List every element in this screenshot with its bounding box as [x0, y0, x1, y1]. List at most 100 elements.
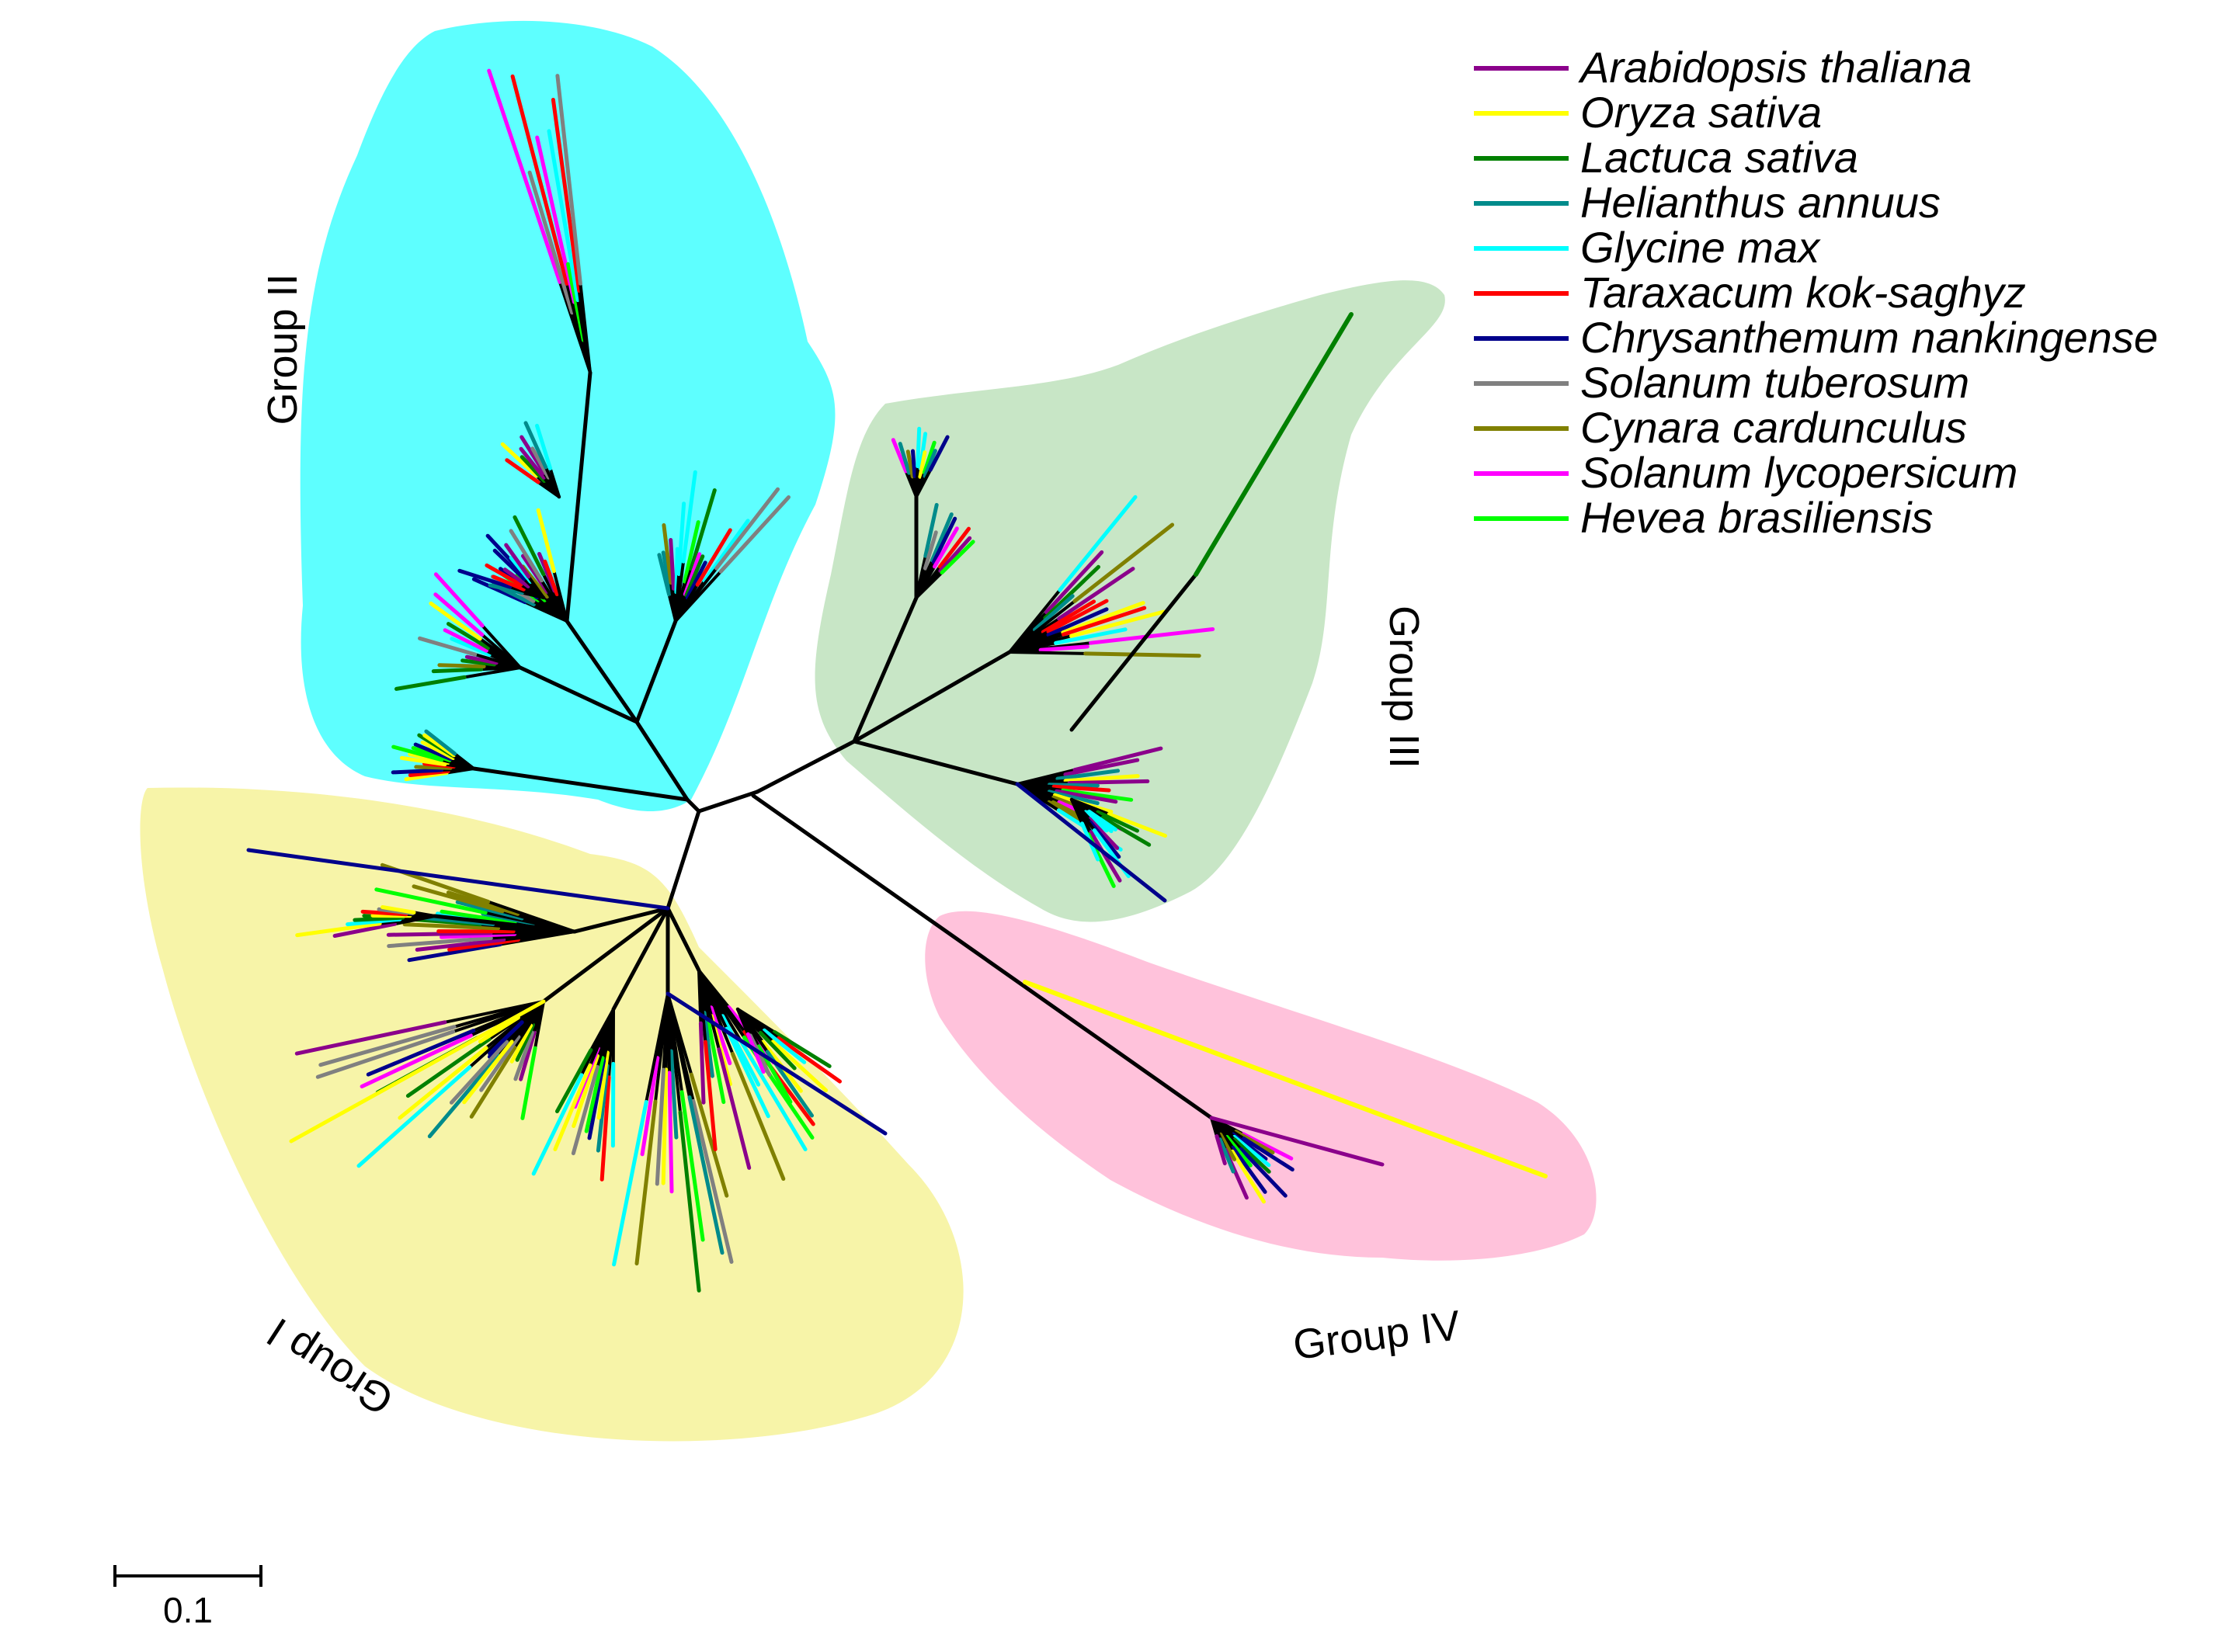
leaf-branch [543, 559, 559, 596]
leaf-branch [777, 1036, 842, 1084]
leaf-branch [519, 1030, 537, 1081]
leaf-branch [1046, 607, 1109, 637]
leaf-branch [1083, 651, 1201, 658]
leaf-branch [661, 550, 673, 596]
legend-label: Lactuca sativa [1580, 133, 1858, 182]
leaf-branch [1089, 830, 1122, 883]
tree-branch [611, 906, 670, 1012]
group-iv-label: Group IV [1291, 1302, 1463, 1369]
leaf-branch [1055, 789, 1118, 804]
leaf-branch [402, 922, 500, 931]
leaf-branch [462, 1039, 514, 1105]
leaf-branch [450, 637, 492, 657]
leaf-branch [612, 1100, 648, 1267]
leaf-branch [721, 1014, 761, 1087]
leaf-branch [676, 502, 686, 576]
leaf-branch [758, 1030, 797, 1071]
leaf-branch [702, 1011, 714, 1078]
leaf-branch [411, 746, 452, 762]
leaf-branch [1215, 1134, 1227, 1166]
leaf-branch [510, 74, 569, 286]
leaf-branch [1057, 567, 1135, 621]
leaf-branch [1015, 782, 1167, 903]
group-iii-label: Group III [1381, 606, 1427, 769]
leaf-branch [437, 663, 486, 668]
tree-branch [412, 911, 436, 918]
leaf-branch [429, 601, 482, 641]
leaf-branch [923, 502, 939, 558]
leaf-branch [772, 1029, 832, 1068]
leaf-branch [931, 516, 957, 564]
tree-branch [852, 595, 919, 744]
leaf-branch [457, 568, 513, 589]
leaf-branch [523, 421, 548, 470]
leaf-branch [1046, 599, 1109, 634]
leaf-branch [1061, 788, 1134, 802]
leaf-branch [717, 1047, 752, 1170]
leaf-branch [318, 1025, 457, 1067]
leaf-branch [433, 592, 485, 637]
leaf-branch [634, 1099, 658, 1266]
legend-label: Helianthus annuus [1580, 178, 1941, 227]
leaf-branch [1088, 820, 1121, 859]
leaf-branch [928, 435, 950, 472]
leaf-branch [394, 675, 467, 691]
group-regions [140, 20, 1597, 1442]
leaf-branch [374, 887, 488, 915]
leaf-branch [460, 658, 496, 667]
tree-branch [453, 751, 475, 770]
leaf-branch [596, 1064, 610, 1153]
legend-item: Arabidopsis thaliana [1474, 43, 1972, 92]
leaf-branch [381, 905, 416, 914]
tree-branch [634, 619, 678, 724]
leaf-branch [405, 1037, 492, 1098]
leaf-branch [1231, 1145, 1267, 1194]
leaf-branch [640, 1056, 660, 1157]
group-ii-label: Group II [259, 273, 306, 425]
leaf-branch [933, 526, 959, 569]
leaf-branch [488, 1020, 524, 1056]
tree-branch [433, 914, 577, 934]
leaf-branch [587, 1058, 606, 1140]
leaf-branch [471, 577, 527, 605]
leaf-branch [596, 1050, 610, 1120]
leaf-branch [547, 129, 580, 303]
leaf-branch [431, 667, 484, 674]
legend-item: Taraxacum kok-saghyz [1474, 268, 2026, 317]
leaf-branch [718, 495, 791, 574]
leaf-branch [1023, 980, 1548, 1178]
leaf-branch [1041, 599, 1096, 634]
leaf-branch [535, 135, 576, 304]
leaf-branch [1225, 1135, 1253, 1168]
leaf-branch [1051, 784, 1111, 793]
leaf-branch [1096, 810, 1139, 833]
legend-item: Chrysanthemum nankingense [1474, 313, 2158, 362]
leaf-branch [440, 932, 517, 939]
group-iii-region [815, 280, 1445, 922]
leaf-branch [527, 170, 575, 315]
leaf-branch [440, 909, 517, 925]
group-iv-region [925, 911, 1597, 1261]
leaf-branch [707, 1021, 726, 1105]
leaf-branch [515, 1022, 535, 1062]
leaf-branch [551, 98, 582, 293]
tree-branch [518, 665, 639, 724]
tree-branch [665, 809, 701, 911]
tree-branch [645, 992, 669, 1104]
leaf-branch [1107, 812, 1167, 838]
leaf-branch [398, 1046, 488, 1120]
leaf-branch [360, 909, 408, 917]
leaf-branch [295, 921, 382, 938]
tree-branch [755, 739, 857, 794]
leaf-branch [922, 440, 937, 475]
leaf-branch [531, 1073, 584, 1176]
tree-branch [471, 766, 690, 802]
leaf-branch [464, 654, 499, 665]
leaf-branch [414, 765, 453, 770]
leaf-branch [739, 1039, 808, 1151]
leaf-branch [1061, 601, 1145, 635]
leaf-branch [1072, 522, 1175, 603]
tree-branch [634, 720, 690, 802]
leaf-branch [420, 740, 456, 760]
leaf-branch [683, 520, 700, 584]
